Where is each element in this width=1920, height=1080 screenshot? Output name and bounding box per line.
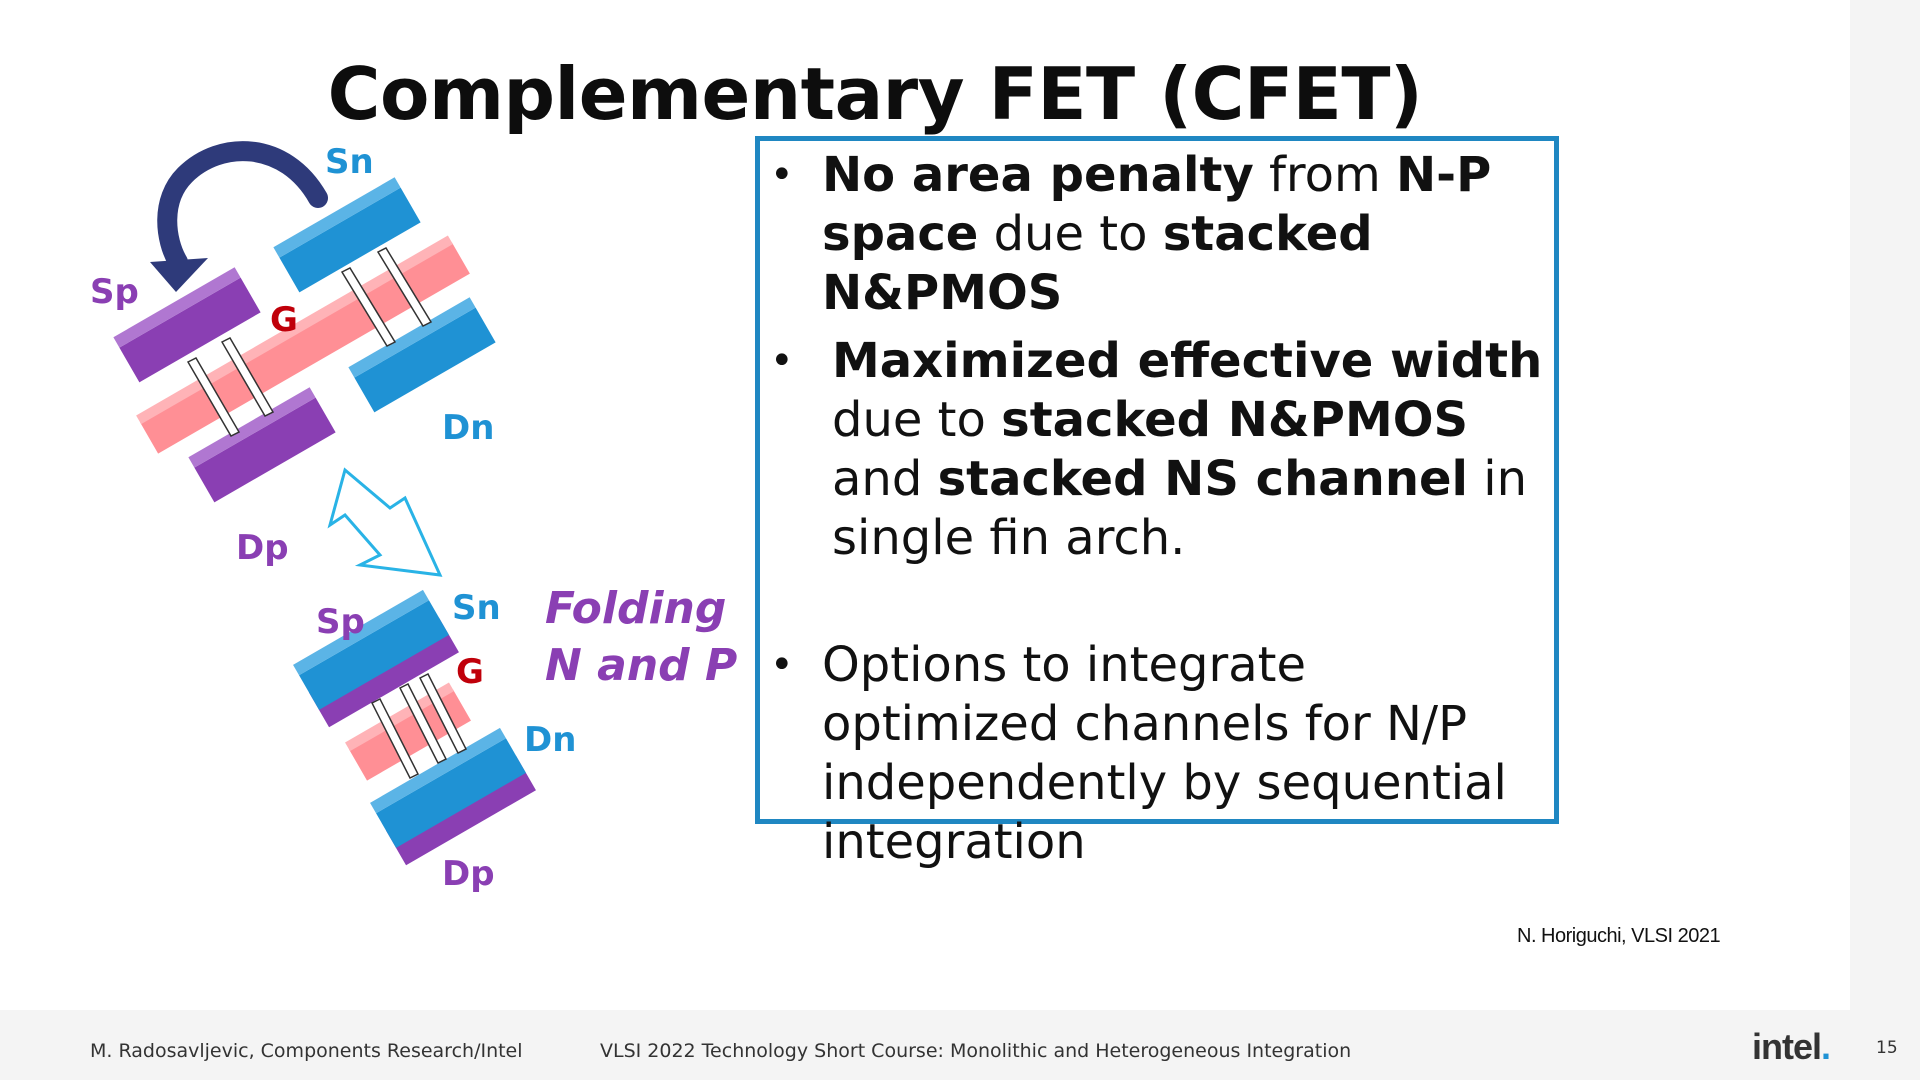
bullet1-bold-1: No area penalty xyxy=(822,147,1254,203)
top-label-g: G xyxy=(270,300,298,340)
bottom-label-g: G xyxy=(456,652,484,692)
footer-event: VLSI 2022 Technology Short Course: Monol… xyxy=(600,1040,1352,1062)
bullet1-bold-2: N-P space xyxy=(822,147,1492,262)
footer-bar xyxy=(0,1010,1850,1080)
curved-arrowhead-icon xyxy=(150,258,208,292)
folding-caption: Folding N and P xyxy=(545,580,737,694)
top-label-sp: Sp xyxy=(90,272,139,312)
page-number: 15 xyxy=(1876,1038,1898,1058)
top-p-channels xyxy=(186,337,275,437)
bullet2-bold-1: Maximized effective width xyxy=(832,333,1543,389)
top-label-sn: Sn xyxy=(325,142,374,182)
bullet2-text-3: in single fin arch. xyxy=(832,451,1528,566)
citation: N. Horiguchi, VLSI 2021 xyxy=(1517,925,1721,947)
bottom-label-sp: Sp xyxy=(316,602,365,642)
slide-title: Complementary FET (CFET) xyxy=(327,52,1423,136)
top-sn-block xyxy=(273,177,421,293)
bottom-label-dn: Dn xyxy=(524,720,577,760)
folding-caption-line2: N and P xyxy=(545,640,738,691)
footer-author: M. Radosavljevic, Components Research/In… xyxy=(90,1040,523,1062)
top-label-dp: Dp xyxy=(236,528,289,568)
bullet-dot: • xyxy=(770,642,794,688)
bullet1-bold-3: stacked N&PMOS xyxy=(822,206,1373,321)
bottom-channels xyxy=(370,672,468,780)
bullet1-text-1: from xyxy=(1253,147,1396,203)
top-n-channels xyxy=(340,247,433,347)
top-dp-block xyxy=(188,387,336,503)
bullet-box xyxy=(755,136,1559,824)
bullet-effective-width: • Maximized effective width due to stack… xyxy=(770,332,1554,568)
bottom-label-dp: Dp xyxy=(442,854,495,894)
folding-caption-line1: Folding xyxy=(545,583,727,634)
intel-logo-text: intel xyxy=(1752,1026,1822,1067)
cfet-diagram xyxy=(113,141,536,866)
top-gate-bar xyxy=(136,235,470,454)
bullet-dot: • xyxy=(770,152,794,198)
bottom-source-stack xyxy=(293,589,459,728)
intel-logo: intel. xyxy=(1752,1026,1831,1068)
bullet1-text-2: due to xyxy=(978,206,1163,262)
right-margin-strip xyxy=(1850,0,1920,1080)
bullet2-text-1: due to xyxy=(832,392,1002,448)
bullet3-text: Options to integrate optimized channels … xyxy=(822,637,1507,870)
bullet2-text-2: and xyxy=(832,451,938,507)
top-sp-block xyxy=(113,267,261,383)
curved-arrow-icon xyxy=(157,141,328,272)
intel-logo-dot: . xyxy=(1821,1026,1831,1067)
bullet-options: • Options to integrate optimized channel… xyxy=(770,636,1552,872)
bottom-label-sn: Sn xyxy=(452,588,501,628)
bullet2-bold-3: stacked NS channel xyxy=(937,451,1468,507)
bullet-dot: • xyxy=(770,338,794,384)
top-dn-block xyxy=(348,297,496,413)
bottom-drain-stack xyxy=(370,727,536,866)
bullet-area-penalty: • No area penalty from N-P space due to … xyxy=(770,146,1552,323)
down-arrow-icon xyxy=(327,467,443,577)
bullet2-bold-2: stacked N&PMOS xyxy=(1001,392,1469,448)
top-label-dn: Dn xyxy=(442,408,495,448)
